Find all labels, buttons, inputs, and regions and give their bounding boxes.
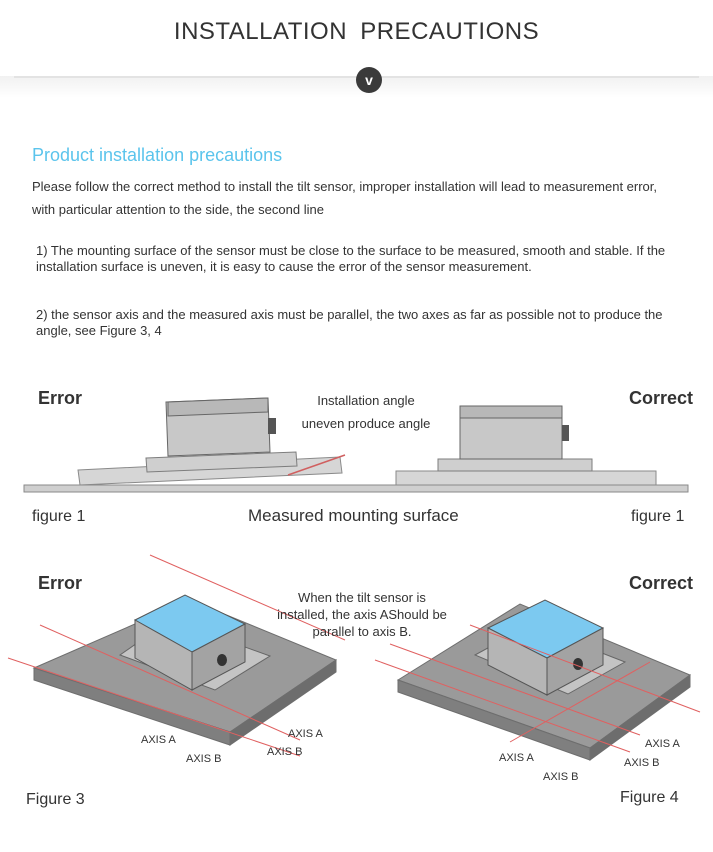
fig4-axis-a-line bbox=[389, 643, 641, 736]
error-sensor-base bbox=[145, 451, 298, 473]
fig4-sensor-top bbox=[486, 599, 605, 659]
page-title: INSTALLATION PRECAUTIONS bbox=[173, 18, 540, 45]
fig3-axis-a-label-2: AXIS A bbox=[288, 728, 323, 740]
fig3-axis-a-line bbox=[39, 624, 301, 741]
error-sensor-connector bbox=[268, 418, 276, 434]
figure-3-4-note-line-1: When the tilt sensor is bbox=[298, 590, 426, 605]
figure-1-correct-label: Correct bbox=[629, 388, 694, 408]
fig3-axis-b-label-2: AXIS B bbox=[267, 746, 303, 758]
fig3-sensor-side-right bbox=[191, 623, 246, 691]
section-title: Product installation precautions bbox=[32, 145, 283, 165]
correct-sensor-base bbox=[437, 458, 593, 472]
point-2-text: 2) the sensor axis and the measured axis… bbox=[36, 307, 663, 338]
figure-1-note-line-1: Installation angle bbox=[317, 393, 415, 408]
angle-indicator-line bbox=[287, 454, 346, 476]
fig4-sensor-flange bbox=[473, 624, 627, 695]
fig4-axis-b-line bbox=[374, 659, 631, 753]
figure-4-caption: Figure 4 bbox=[620, 789, 679, 806]
fig4-axis-a-label-1: AXIS A bbox=[645, 738, 680, 750]
figure-4-correct-label: Correct bbox=[629, 573, 694, 593]
fig4-axis-b-label-1: AXIS B bbox=[624, 757, 660, 769]
fig3-sensor-top bbox=[133, 594, 247, 653]
figure-3-caption: Figure 3 bbox=[26, 791, 85, 808]
figure-1-caption-right: figure 1 bbox=[631, 508, 685, 525]
measured-surface-plate bbox=[23, 484, 689, 493]
fig4-axis-b-label-2: AXIS B bbox=[543, 771, 579, 783]
chevron-down-icon[interactable]: v bbox=[356, 67, 382, 93]
point-1-text: 1) The mounting surface of the sensor mu… bbox=[36, 243, 666, 274]
measured-surface-label: Measured mounting surface bbox=[248, 506, 459, 525]
fig3-sensor-flange bbox=[118, 619, 272, 691]
correct-flat-plate bbox=[395, 470, 657, 486]
correct-sensor-body bbox=[459, 405, 563, 460]
fig3-axis-b-label-1: AXIS B bbox=[186, 753, 222, 765]
figure-1-caption-left: figure 1 bbox=[32, 508, 86, 525]
fig4-sensor-side-right bbox=[546, 627, 604, 696]
error-sensor-body bbox=[165, 397, 271, 457]
correct-sensor-connector bbox=[562, 425, 569, 441]
fig3-axis-a-label-1: AXIS A bbox=[141, 734, 176, 746]
figure-1-note-line-2: uneven produce angle bbox=[301, 416, 431, 431]
intro-text: Please follow the correct method to inst… bbox=[32, 179, 658, 217]
figure-3-4-note-line-2: installed, the axis AShould be bbox=[277, 607, 447, 622]
fig4-sensor-side-left bbox=[487, 627, 548, 696]
figure-3-error-label: Error bbox=[38, 573, 83, 593]
figure-3-4-note-line-3: parallel to axis B. bbox=[312, 624, 412, 639]
error-tilted-plate bbox=[77, 456, 343, 486]
header-divider-band bbox=[0, 76, 713, 98]
figure-1-error-label: Error bbox=[38, 388, 83, 408]
fig3-sensor-side-left bbox=[134, 619, 193, 691]
fig4-axis-a-label-2: AXIS A bbox=[499, 752, 534, 764]
